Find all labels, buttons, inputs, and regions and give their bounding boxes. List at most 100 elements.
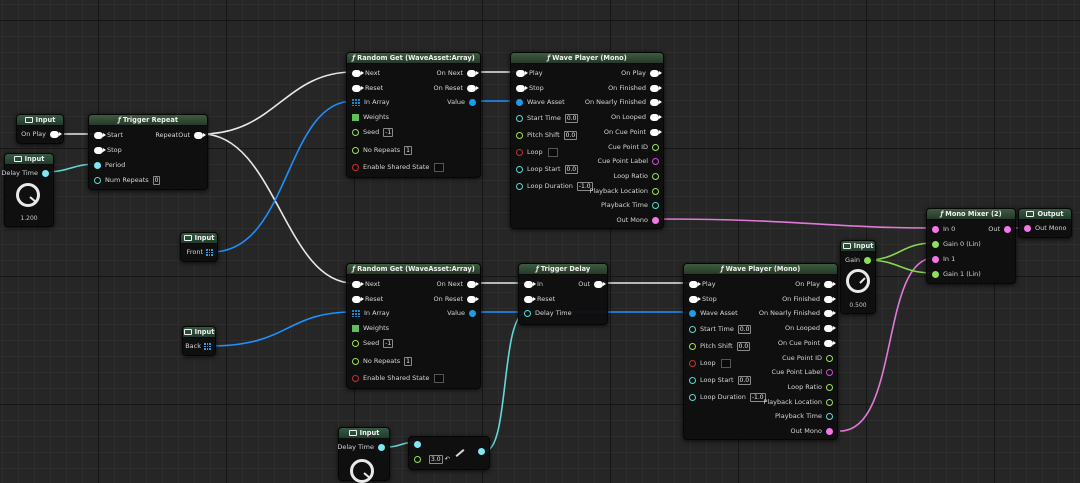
- trigger-pin[interactable]: [352, 69, 364, 77]
- input-delay-node[interactable]: Input Delay Time 1.200: [1, 153, 54, 227]
- audio-pin[interactable]: [932, 255, 939, 263]
- string-pin[interactable]: [652, 157, 659, 165]
- time-pin[interactable]: [516, 114, 523, 122]
- trigger-pin[interactable]: [824, 324, 836, 332]
- weights-pin-icon[interactable]: [352, 113, 359, 121]
- int-pin[interactable]: [352, 128, 359, 136]
- enable-shared-checkbox[interactable]: [434, 373, 445, 383]
- start-time-field[interactable]: 0.0: [564, 113, 579, 123]
- trigger-pin[interactable]: [650, 128, 662, 136]
- float-pin[interactable]: [516, 131, 523, 139]
- int-pin[interactable]: [352, 357, 359, 365]
- trigger-pin[interactable]: [650, 69, 662, 77]
- float-pin[interactable]: [826, 398, 833, 406]
- array-pin-icon[interactable]: [352, 98, 360, 106]
- seed-field[interactable]: -1: [383, 338, 394, 348]
- gain-knob-icon[interactable]: [846, 269, 870, 293]
- float-pin[interactable]: [378, 443, 385, 451]
- trigger-pin[interactable]: [524, 280, 536, 288]
- input-front-node[interactable]: Input Front: [180, 232, 218, 262]
- enable-shared-checkbox[interactable]: [434, 162, 445, 172]
- trigger-pin[interactable]: [650, 113, 662, 121]
- time-pin[interactable]: [689, 325, 696, 333]
- trigger-pin[interactable]: [467, 69, 479, 77]
- trigger-pin[interactable]: [689, 295, 701, 303]
- array-grid-icon[interactable]: [204, 342, 211, 350]
- loop-checkbox[interactable]: [547, 147, 558, 157]
- trigger-pin[interactable]: [94, 131, 106, 139]
- trigger-pin[interactable]: [352, 295, 364, 303]
- input-gain-node[interactable]: Input Gain 0.500: [840, 240, 876, 314]
- loop-duration-field[interactable]: -1.0: [749, 392, 766, 402]
- float-pin[interactable]: [652, 172, 659, 180]
- float-pin[interactable]: [478, 447, 485, 455]
- int-pin[interactable]: [94, 176, 101, 184]
- trigger-pin[interactable]: [824, 295, 836, 303]
- audio-pin[interactable]: [652, 216, 659, 224]
- trigger-pin[interactable]: [467, 280, 479, 288]
- input-onplay-node[interactable]: Input On Play: [16, 114, 64, 144]
- divide-operator-node[interactable]: 3.0↶: [408, 436, 490, 470]
- no-repeats-field[interactable]: 1: [404, 145, 412, 155]
- weights-pin-icon[interactable]: [352, 324, 359, 332]
- float-pin[interactable]: [932, 270, 939, 278]
- loop-start-field[interactable]: 0.0: [564, 164, 579, 174]
- no-repeats-field[interactable]: 1: [404, 356, 412, 366]
- float-pin[interactable]: [864, 256, 871, 264]
- int-pin[interactable]: [352, 146, 359, 154]
- float-pin[interactable]: [414, 440, 421, 448]
- pitch-shift-field[interactable]: 0.0: [736, 341, 751, 351]
- trigger-pin[interactable]: [824, 280, 836, 288]
- trigger-pin[interactable]: [516, 84, 528, 92]
- input-back-node[interactable]: Input Back: [182, 326, 216, 356]
- output-node[interactable]: Output Out Mono: [1018, 208, 1072, 238]
- float-pin[interactable]: [826, 383, 833, 391]
- int-pin[interactable]: [352, 339, 359, 347]
- time-pin[interactable]: [524, 309, 531, 317]
- start-time-field[interactable]: 0.0: [737, 324, 752, 334]
- int-pin[interactable]: [826, 354, 833, 362]
- audio-pin[interactable]: [932, 225, 939, 233]
- bool-pin[interactable]: [689, 359, 696, 367]
- float-pin[interactable]: [414, 455, 421, 463]
- trigger-pin[interactable]: [516, 69, 528, 77]
- loop-duration-field[interactable]: -1.0: [576, 181, 593, 191]
- wave-pin[interactable]: [469, 98, 476, 106]
- bool-pin[interactable]: [516, 148, 523, 156]
- time-pin[interactable]: [516, 165, 523, 173]
- seed-field[interactable]: -1: [383, 127, 394, 137]
- wave-pin[interactable]: [469, 309, 476, 317]
- float-pin[interactable]: [932, 240, 939, 248]
- float-pin[interactable]: [689, 342, 696, 350]
- divisor-field[interactable]: 3.0: [429, 454, 443, 464]
- trigger-pin[interactable]: [467, 295, 479, 303]
- trigger-pin[interactable]: [689, 280, 701, 288]
- wave-pin[interactable]: [689, 309, 696, 317]
- time-pin[interactable]: [689, 393, 696, 401]
- time-pin[interactable]: [516, 182, 523, 190]
- trigger-pin[interactable]: [824, 339, 836, 347]
- trigger-pin[interactable]: [467, 84, 479, 92]
- float-pin[interactable]: [42, 169, 49, 177]
- trigger-pin[interactable]: [194, 131, 206, 139]
- trigger-pin[interactable]: [824, 309, 836, 317]
- trigger-pin[interactable]: [650, 98, 662, 106]
- array-grid-icon[interactable]: [206, 248, 213, 256]
- audio-pin[interactable]: [826, 427, 833, 435]
- input-delay-node-2[interactable]: Input Delay Time: [337, 427, 390, 483]
- bool-pin[interactable]: [352, 163, 359, 171]
- loop-checkbox[interactable]: [720, 358, 731, 368]
- num-repeats-field[interactable]: 0: [152, 175, 161, 185]
- array-pin-icon[interactable]: [352, 309, 360, 317]
- trigger-pin[interactable]: [594, 280, 606, 288]
- delay-knob-icon[interactable]: [350, 459, 374, 483]
- time-pin[interactable]: [826, 412, 833, 420]
- int-pin[interactable]: [652, 143, 659, 151]
- trigger-pin[interactable]: [524, 295, 536, 303]
